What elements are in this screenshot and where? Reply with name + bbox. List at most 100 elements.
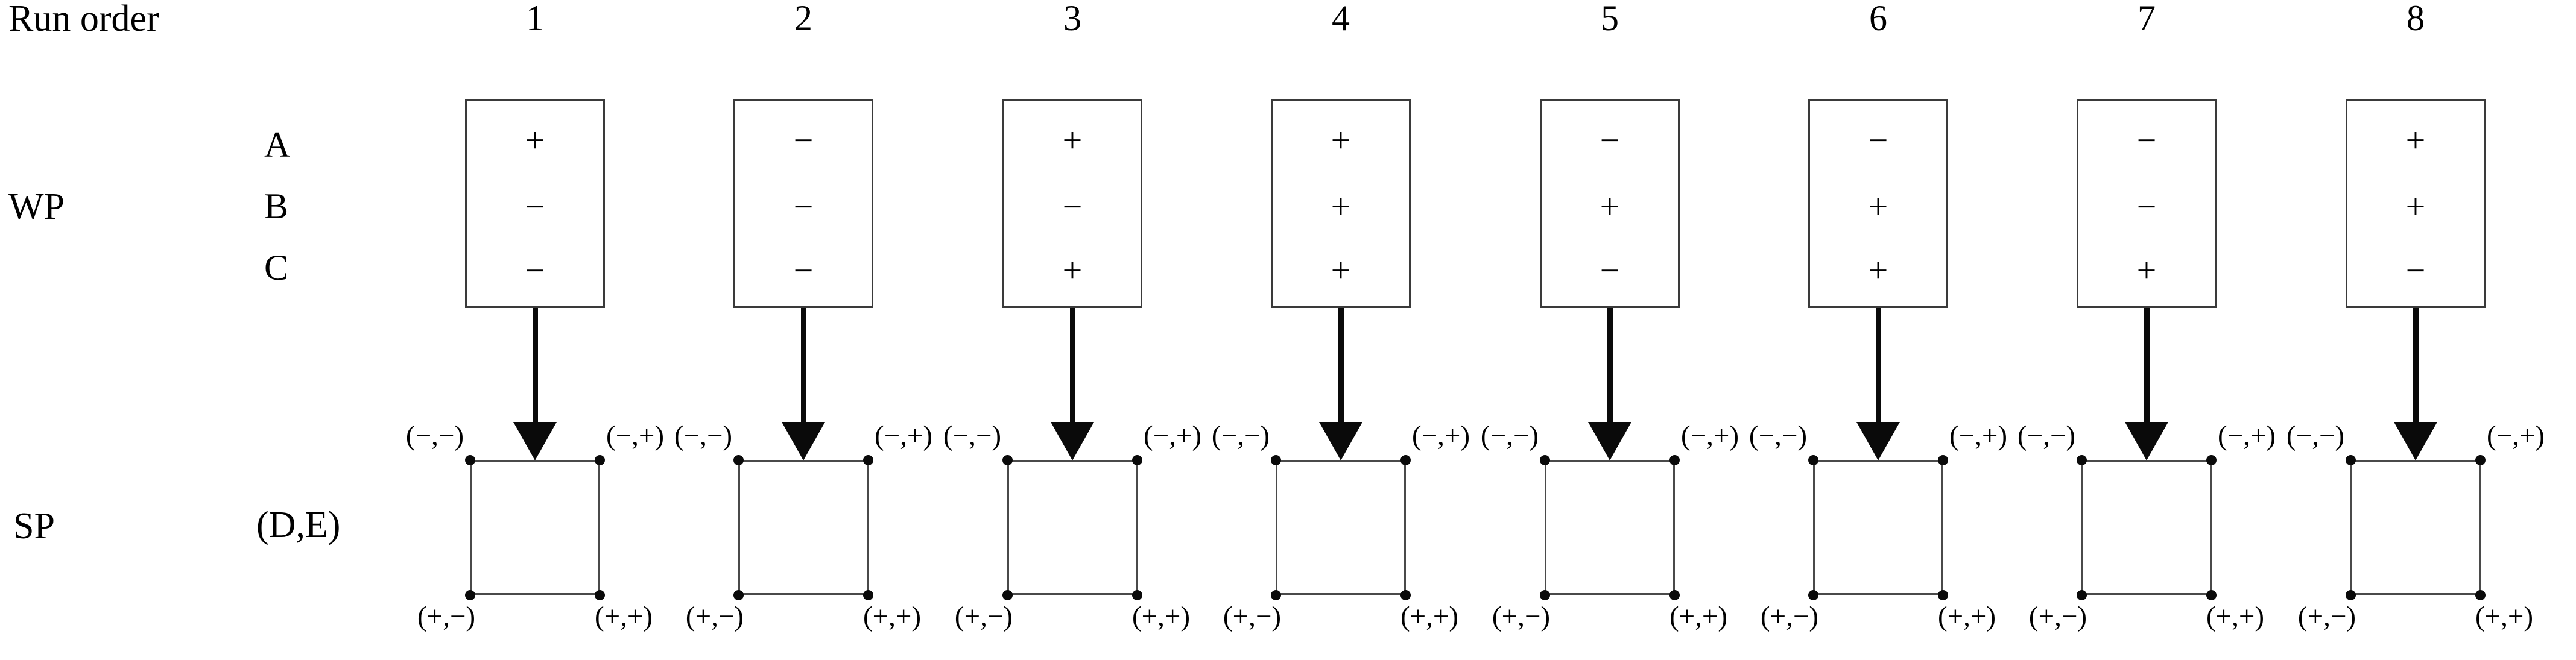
wp-sign-a: − bbox=[793, 121, 814, 160]
subplot-square-6[interactable] bbox=[1813, 460, 1943, 595]
sp-point-top-left[interactable] bbox=[465, 455, 475, 465]
flow-arrow-shaft-5 bbox=[1607, 308, 1613, 445]
whole-plot-box-1[interactable]: + − − bbox=[465, 99, 605, 308]
sp-corner-label-top-left: (−,−) bbox=[1211, 420, 1270, 451]
sp-point-bottom-left[interactable] bbox=[1808, 590, 1818, 600]
flow-arrow-head-2 bbox=[782, 422, 825, 460]
wp-sign-c: − bbox=[793, 251, 814, 290]
wp-sign-c: + bbox=[1868, 251, 1888, 290]
flow-arrow-head-5 bbox=[1588, 422, 1631, 460]
flow-arrow-head-3 bbox=[1051, 422, 1094, 460]
run-number-6: 6 bbox=[1869, 0, 1887, 38]
sp-point-top-left[interactable] bbox=[733, 455, 744, 465]
flow-arrow-shaft-3 bbox=[1070, 308, 1075, 445]
run-number-5: 5 bbox=[1601, 0, 1619, 38]
sp-corner-label-bottom-left: (+,−) bbox=[1492, 601, 1550, 632]
sp-point-bottom-right[interactable] bbox=[1132, 590, 1142, 600]
flow-arrow-head-1 bbox=[513, 422, 557, 460]
wp-sign-b: − bbox=[1062, 187, 1083, 226]
subplot-square-5[interactable] bbox=[1545, 460, 1675, 595]
subplot-row-label: SP bbox=[13, 506, 55, 547]
wp-factor-label-b: B bbox=[264, 186, 289, 226]
subplot-square-7[interactable] bbox=[2081, 460, 2212, 595]
sp-point-bottom-left[interactable] bbox=[465, 590, 475, 600]
sp-point-bottom-left[interactable] bbox=[1540, 590, 1550, 600]
sp-point-bottom-right[interactable] bbox=[863, 590, 873, 600]
wp-sign-a: + bbox=[1331, 121, 1351, 160]
sp-point-top-left[interactable] bbox=[1540, 455, 1550, 465]
sp-point-top-left[interactable] bbox=[2346, 455, 2356, 465]
sp-point-bottom-right[interactable] bbox=[2475, 590, 2486, 600]
sp-point-top-left[interactable] bbox=[1271, 455, 1281, 465]
subplot-square-2[interactable] bbox=[738, 460, 869, 595]
sp-corner-label-bottom-left: (+,−) bbox=[1223, 601, 1281, 632]
run-number-2: 2 bbox=[794, 0, 812, 38]
whole-plot-box-5[interactable]: − + − bbox=[1540, 99, 1680, 308]
sp-point-top-left[interactable] bbox=[1002, 455, 1013, 465]
run-order-row-label: Run order bbox=[8, 0, 159, 39]
whole-plot-row-label: WP bbox=[8, 186, 65, 227]
sp-corner-label-bottom-right: (+,+) bbox=[1669, 601, 1728, 632]
wp-sign-c: + bbox=[1062, 251, 1083, 290]
sp-corner-label-bottom-left: (+,−) bbox=[417, 601, 475, 632]
sp-corner-label-top-right: (−,+) bbox=[606, 420, 665, 451]
sp-corner-label-bottom-left: (+,−) bbox=[1760, 601, 1818, 632]
subplot-square-4[interactable] bbox=[1276, 460, 1406, 595]
wp-sign-b: − bbox=[793, 187, 814, 226]
subplot-square-3[interactable] bbox=[1007, 460, 1138, 595]
sp-corner-label-bottom-left: (+,−) bbox=[2297, 601, 2356, 632]
flow-arrow-head-7 bbox=[2125, 422, 2168, 460]
wp-factor-label-c: C bbox=[264, 248, 289, 288]
sp-point-top-right[interactable] bbox=[1938, 455, 1948, 465]
whole-plot-box-4[interactable]: + + + bbox=[1271, 99, 1411, 308]
sp-point-bottom-right[interactable] bbox=[595, 590, 605, 600]
wp-sign-b: − bbox=[2136, 187, 2157, 226]
sp-corner-label-bottom-left: (+,−) bbox=[954, 601, 1013, 632]
sp-point-top-right[interactable] bbox=[1400, 455, 1411, 465]
sp-point-bottom-right[interactable] bbox=[1400, 590, 1411, 600]
sp-point-bottom-right[interactable] bbox=[1669, 590, 1680, 600]
subplot-factor-label: (D,E) bbox=[256, 504, 341, 545]
subplot-square-8[interactable] bbox=[2350, 460, 2481, 595]
sp-point-top-left[interactable] bbox=[1808, 455, 1818, 465]
sp-point-top-right[interactable] bbox=[863, 455, 873, 465]
sp-point-top-right[interactable] bbox=[595, 455, 605, 465]
sp-corner-label-bottom-right: (+,+) bbox=[2475, 601, 2534, 632]
wp-sign-b: − bbox=[525, 187, 545, 226]
sp-point-bottom-right[interactable] bbox=[2206, 590, 2217, 600]
whole-plot-box-3[interactable]: + − + bbox=[1002, 99, 1142, 308]
sp-corner-label-top-left: (−,−) bbox=[1748, 420, 1807, 451]
sp-corner-label-top-left: (−,−) bbox=[2017, 420, 2075, 451]
sp-point-top-right[interactable] bbox=[2475, 455, 2486, 465]
flow-arrow-head-4 bbox=[1319, 422, 1362, 460]
wp-sign-b: + bbox=[1331, 187, 1351, 226]
sp-corner-label-top-right: (−,+) bbox=[1949, 420, 2008, 451]
wp-sign-c: − bbox=[2405, 251, 2426, 290]
flow-arrow-shaft-2 bbox=[801, 308, 806, 445]
sp-point-bottom-left[interactable] bbox=[733, 590, 744, 600]
sp-corner-label-top-left: (−,−) bbox=[943, 420, 1001, 451]
wp-sign-b: + bbox=[1868, 187, 1888, 226]
sp-point-bottom-left[interactable] bbox=[1002, 590, 1013, 600]
sp-point-top-right[interactable] bbox=[2206, 455, 2217, 465]
whole-plot-box-8[interactable]: + + − bbox=[2346, 99, 2486, 308]
wp-sign-c: + bbox=[1331, 251, 1351, 290]
sp-point-bottom-left[interactable] bbox=[2346, 590, 2356, 600]
flow-arrow-shaft-8 bbox=[2413, 308, 2419, 445]
whole-plot-box-6[interactable]: − + + bbox=[1808, 99, 1948, 308]
sp-point-bottom-left[interactable] bbox=[1271, 590, 1281, 600]
sp-point-top-right[interactable] bbox=[1132, 455, 1142, 465]
sp-point-top-right[interactable] bbox=[1669, 455, 1680, 465]
sp-corner-label-top-right: (−,+) bbox=[1681, 420, 1739, 451]
sp-corner-label-top-right: (−,+) bbox=[2218, 420, 2276, 451]
whole-plot-box-2[interactable]: − − − bbox=[733, 99, 873, 308]
sp-corner-label-top-left: (−,−) bbox=[2286, 420, 2344, 451]
subplot-square-1[interactable] bbox=[470, 460, 600, 595]
sp-point-bottom-left[interactable] bbox=[2077, 590, 2087, 600]
wp-sign-a: + bbox=[1062, 121, 1083, 160]
sp-corner-label-top-right: (−,+) bbox=[2487, 420, 2545, 451]
wp-sign-a: + bbox=[2405, 121, 2426, 160]
sp-point-bottom-right[interactable] bbox=[1938, 590, 1948, 600]
whole-plot-box-7[interactable]: − − + bbox=[2077, 99, 2217, 308]
sp-point-top-left[interactable] bbox=[2077, 455, 2087, 465]
